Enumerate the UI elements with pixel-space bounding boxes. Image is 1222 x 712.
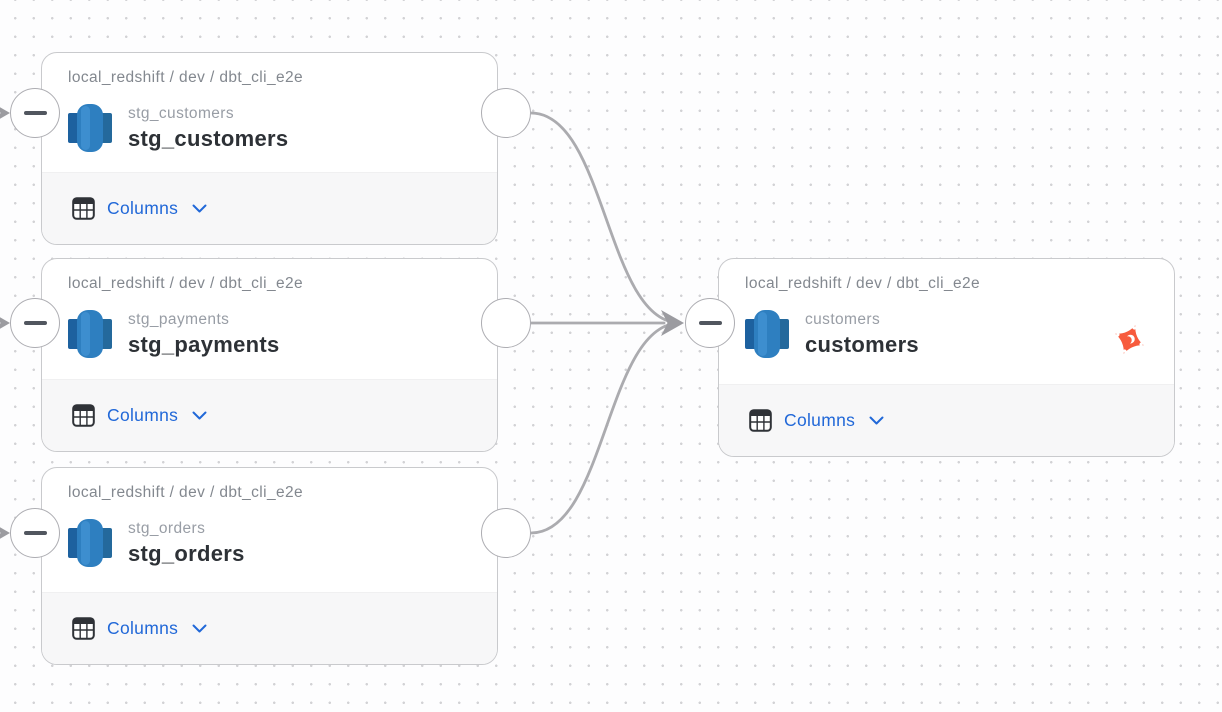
chevron-down-icon [192,204,207,213]
chevron-down-icon [192,624,207,633]
columns-expander[interactable]: Columns [72,197,207,220]
lineage-node-stg-payments[interactable]: local_redshift / dev / dbt_cli_e2e stg_p… [41,258,498,452]
breadcrumb: local_redshift / dev / dbt_cli_e2e [68,275,304,292]
collapse-upstream-port[interactable] [10,508,60,558]
upstream-arrowhead-icon [0,107,10,119]
table-grid-icon [749,409,772,432]
breadcrumb: local_redshift / dev / dbt_cli_e2e [745,275,981,292]
redshift-icon [68,519,112,567]
upstream-arrowhead-icon [0,527,10,539]
breadcrumb: local_redshift / dev / dbt_cli_e2e [68,484,304,501]
node-footer: Columns [42,592,497,664]
table-grid-icon [72,617,95,640]
columns-label: Columns [107,198,179,218]
columns-expander[interactable]: Columns [749,409,884,432]
minus-icon [698,320,722,326]
chevron-down-icon [869,416,884,425]
edge-arrowhead-icon [661,310,684,336]
redshift-icon [68,104,112,152]
output-port[interactable] [481,298,531,348]
columns-expander[interactable]: Columns [72,617,207,640]
collapse-upstream-port[interactable] [685,298,735,348]
columns-label: Columns [784,410,856,430]
dbt-icon [1115,325,1144,354]
output-port[interactable] [481,508,531,558]
minus-icon [23,110,47,116]
output-port[interactable] [481,88,531,138]
edge-stg-customers-to-customers [529,111,682,325]
redshift-icon [68,310,112,358]
columns-label: Columns [107,618,179,638]
collapse-upstream-port[interactable] [10,298,60,348]
node-title: stg_orders [128,540,245,566]
node-footer: Columns [42,379,497,451]
collapse-upstream-port[interactable] [10,88,60,138]
upstream-arrowhead-icon [0,317,10,329]
node-footer: Columns [42,172,497,244]
columns-expander[interactable]: Columns [72,404,207,427]
columns-label: Columns [107,405,179,425]
table-grid-icon [72,404,95,427]
node-title: stg_payments [128,331,280,357]
node-subtitle: customers [805,310,881,328]
lineage-node-stg-orders[interactable]: local_redshift / dev / dbt_cli_e2e stg_o… [41,467,498,665]
chevron-down-icon [192,411,207,420]
redshift-icon [745,310,789,358]
minus-icon [23,320,47,326]
breadcrumb: local_redshift / dev / dbt_cli_e2e [68,69,304,86]
node-footer: Columns [719,384,1174,456]
minus-icon [23,530,47,536]
node-subtitle: stg_customers [128,104,234,122]
lineage-node-customers[interactable]: local_redshift / dev / dbt_cli_e2e custo… [718,258,1175,457]
node-subtitle: stg_payments [128,310,230,328]
edge-stg-orders-to-customers [529,321,682,535]
node-title: stg_customers [128,125,289,151]
lineage-node-stg-customers[interactable]: local_redshift / dev / dbt_cli_e2e stg_c… [41,52,498,245]
table-grid-icon [72,197,95,220]
node-title: customers [805,331,919,357]
node-subtitle: stg_orders [128,519,206,537]
